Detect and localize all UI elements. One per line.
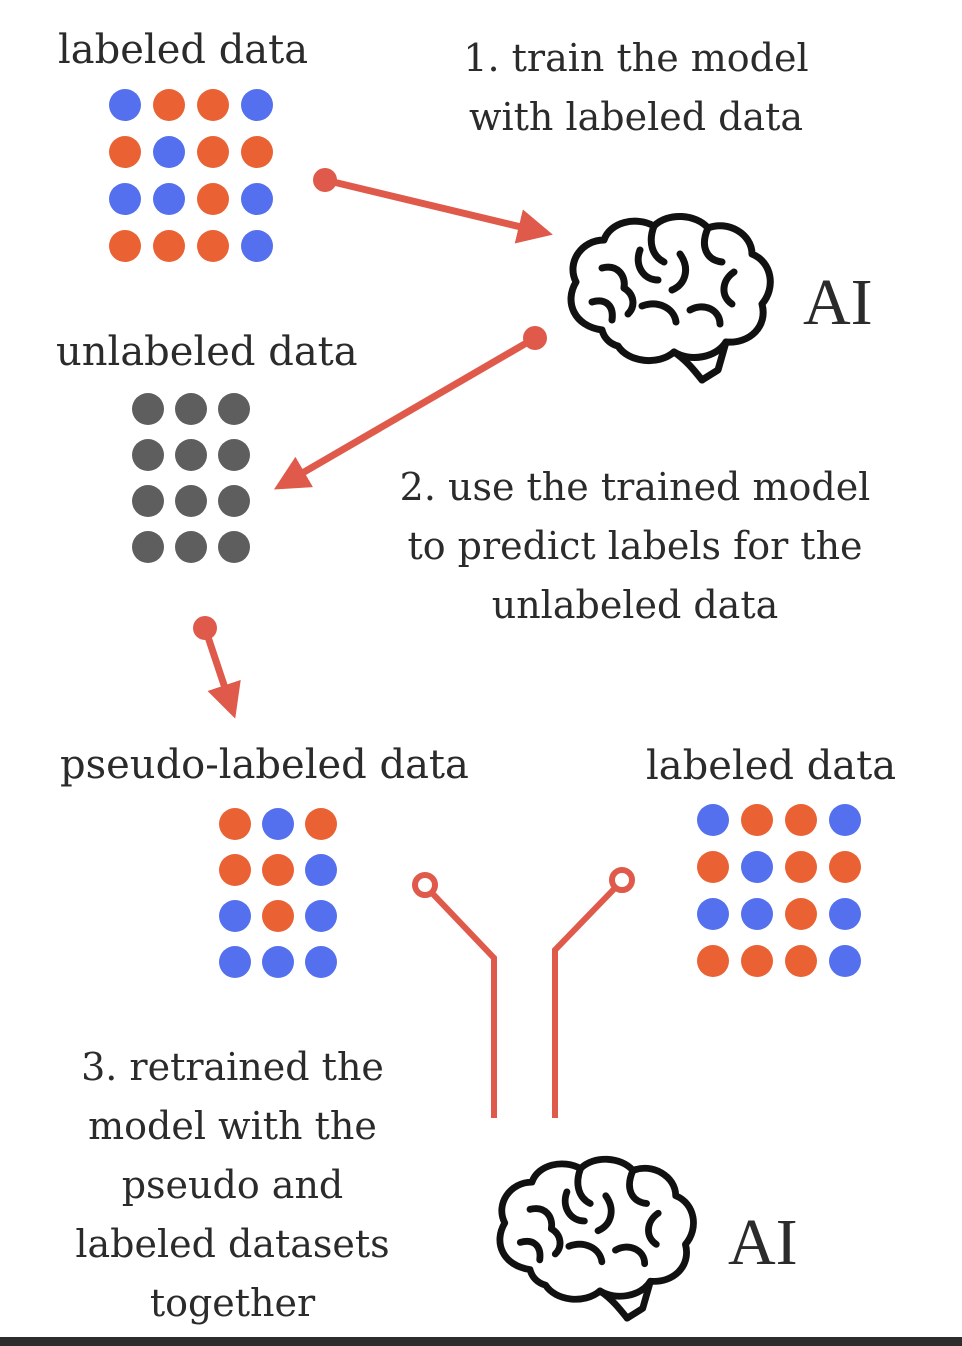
data-point-dot bbox=[241, 183, 273, 215]
data-point-dot bbox=[697, 945, 729, 977]
step-3-line: labeled datasets bbox=[75, 1222, 390, 1266]
brain-icon bbox=[496, 1155, 697, 1322]
step-3-line: together bbox=[149, 1281, 316, 1325]
data-point-dot bbox=[741, 851, 773, 883]
data-point-dot bbox=[218, 485, 250, 517]
data-point-dot bbox=[697, 804, 729, 836]
data-point-dot bbox=[153, 136, 185, 168]
data-point-dot bbox=[132, 439, 164, 471]
data-point-dot bbox=[219, 808, 251, 840]
data-point-dot bbox=[109, 136, 141, 168]
step-3-line: pseudo and bbox=[121, 1163, 344, 1207]
step-1-line: 1. train the model bbox=[463, 36, 809, 80]
data-point-dot bbox=[175, 485, 207, 517]
data-point-dot bbox=[305, 900, 337, 932]
data-point-dot bbox=[132, 393, 164, 425]
unlabeled-data-label: unlabeled data bbox=[56, 329, 358, 375]
arrow-predict bbox=[273, 326, 547, 490]
data-point-dot bbox=[241, 230, 273, 262]
step-1-text: 1. train the model with labeled data bbox=[436, 29, 836, 147]
data-point-dot bbox=[262, 946, 294, 978]
labeled-data-label-right: labeled data bbox=[646, 743, 897, 789]
data-point-dot bbox=[197, 183, 229, 215]
data-point-dot bbox=[697, 898, 729, 930]
ai-label-bottom: AI bbox=[728, 1206, 798, 1279]
data-point-dot bbox=[218, 439, 250, 471]
data-point-dot bbox=[785, 898, 817, 930]
data-point-dot bbox=[697, 851, 729, 883]
data-point-dot bbox=[829, 851, 861, 883]
data-point-dot bbox=[262, 808, 294, 840]
data-point-dot bbox=[109, 183, 141, 215]
data-point-dot bbox=[741, 804, 773, 836]
data-point-dot bbox=[132, 531, 164, 563]
ai-label-top: AI bbox=[803, 266, 873, 339]
data-point-dot bbox=[219, 900, 251, 932]
data-point-dot bbox=[175, 439, 207, 471]
data-point-dot bbox=[175, 393, 207, 425]
data-point-dot bbox=[132, 485, 164, 517]
step-2-line: to predict labels for the bbox=[407, 524, 863, 568]
labeled-data-label-top: labeled data bbox=[58, 27, 309, 73]
brain-icon bbox=[567, 212, 774, 384]
step-2-line: 2. use the trained model bbox=[399, 465, 871, 509]
data-point-dot bbox=[241, 89, 273, 121]
data-point-dot bbox=[197, 230, 229, 262]
pseudo-labeled-data-label: pseudo-labeled data bbox=[60, 742, 469, 788]
data-point-dot bbox=[153, 89, 185, 121]
data-point-dot bbox=[218, 531, 250, 563]
data-point-dot bbox=[109, 230, 141, 262]
data-point-dot bbox=[197, 89, 229, 121]
data-point-dot bbox=[153, 230, 185, 262]
step-1-line: with labeled data bbox=[468, 95, 804, 139]
data-point-dot bbox=[262, 900, 294, 932]
data-point-dot bbox=[305, 946, 337, 978]
arrow-pseudo bbox=[193, 616, 241, 719]
data-point-dot bbox=[241, 136, 273, 168]
data-point-dot bbox=[829, 898, 861, 930]
bottom-border bbox=[0, 1337, 962, 1346]
step-3-text: 3. retrained the model with the pseudo a… bbox=[30, 1038, 435, 1333]
data-point-dot bbox=[785, 945, 817, 977]
data-point-dot bbox=[262, 854, 294, 886]
step-3-line: 3. retrained the bbox=[81, 1045, 384, 1089]
step-2-line: unlabeled data bbox=[491, 583, 779, 627]
data-point-dot bbox=[197, 136, 229, 168]
step-3-line: model with the bbox=[88, 1104, 377, 1148]
step-2-text: 2. use the trained model to predict labe… bbox=[370, 458, 900, 635]
data-point-dot bbox=[153, 183, 185, 215]
data-point-dot bbox=[829, 804, 861, 836]
merge-connector-right bbox=[552, 867, 635, 1118]
arrow-train bbox=[313, 168, 553, 244]
data-point-dot bbox=[218, 393, 250, 425]
data-point-dot bbox=[741, 898, 773, 930]
data-point-dot bbox=[109, 89, 141, 121]
merge-connector-left bbox=[412, 872, 497, 1118]
data-point-dot bbox=[741, 945, 773, 977]
data-point-dot bbox=[829, 945, 861, 977]
data-point-dot bbox=[219, 946, 251, 978]
data-point-dot bbox=[785, 804, 817, 836]
data-point-dot bbox=[219, 854, 251, 886]
data-point-dot bbox=[305, 808, 337, 840]
data-point-dot bbox=[175, 531, 207, 563]
data-point-dot bbox=[785, 851, 817, 883]
data-point-dot bbox=[305, 854, 337, 886]
